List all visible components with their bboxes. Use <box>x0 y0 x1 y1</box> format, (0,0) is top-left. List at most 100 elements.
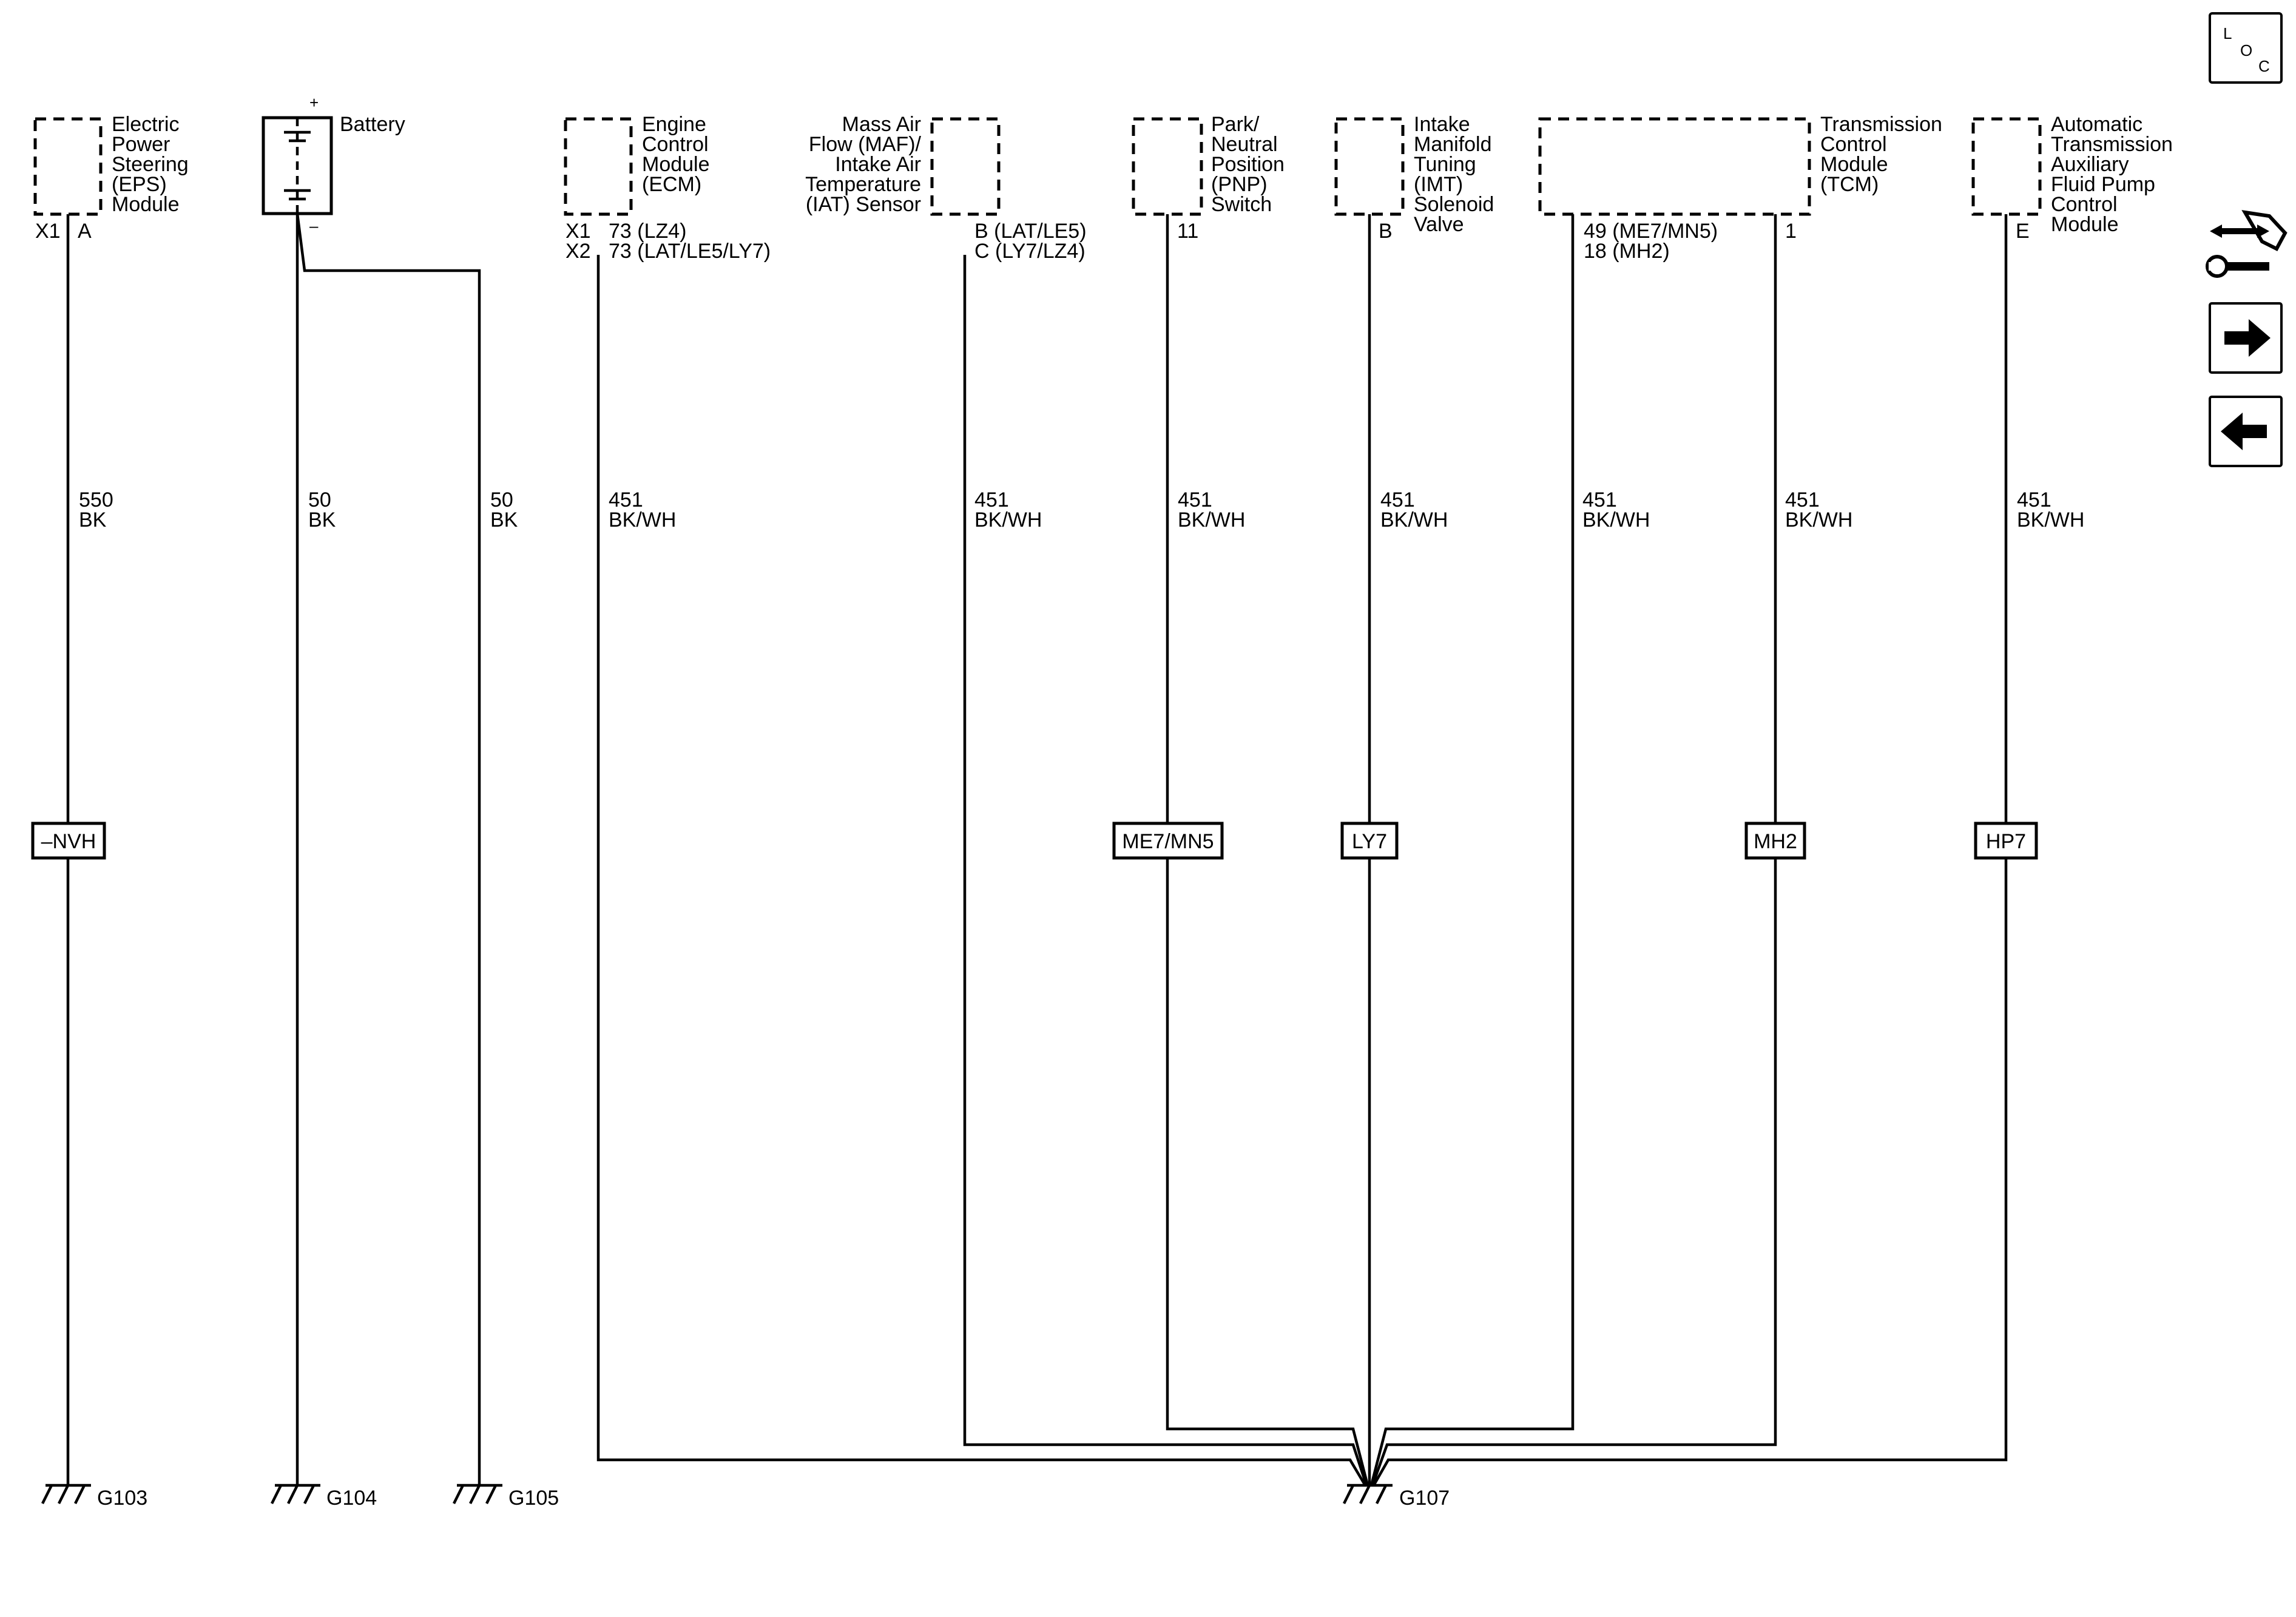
eps-label-1: Electric <box>112 113 179 136</box>
maf-pin-1: B (LAT/LE5) <box>974 220 1087 243</box>
ecm-label-2: Control <box>642 133 709 156</box>
pnp-switch: Park/ Neutral Position (PNP) Switch 11 4… <box>1112 113 1369 1486</box>
eps-module-box <box>33 117 103 216</box>
tcm-wire2-color: BK/WH <box>1785 508 1852 532</box>
ecm-box <box>564 117 633 216</box>
ground-g103-icon <box>41 1484 91 1505</box>
pnp-label-5: Switch <box>1211 193 1272 216</box>
tcm-option-tag: MH2 <box>1754 830 1797 853</box>
pnp-option-tag: ME7/MN5 <box>1122 830 1214 853</box>
imt-pin: B <box>1379 220 1393 243</box>
maf-pin-2: C (LY7/LZ4) <box>974 240 1086 263</box>
imt-wire-color: BK/WH <box>1380 508 1448 532</box>
battery-wire2-id: 50 <box>490 488 513 511</box>
next-arrow-icon[interactable] <box>2209 302 2283 374</box>
pnp-wire <box>1166 214 1369 1486</box>
ground-g104-label: G104 <box>326 1487 377 1510</box>
battery-wire2-color: BK <box>490 508 518 532</box>
ecm-label-3: Module <box>642 153 710 176</box>
ground-g105-icon <box>452 1484 502 1505</box>
battery-label: Battery <box>340 113 405 136</box>
imt-label-2: Manifold <box>1414 133 1492 156</box>
loc-letter-l: L <box>2223 24 2232 42</box>
aux-label-6: Module <box>2051 213 2119 236</box>
aux-fluid-pump-module: Automatic Transmission Auxiliary Fluid P… <box>1373 113 2173 1487</box>
pnp-wire-id: 451 <box>1178 488 1212 511</box>
aux-wire-id: 451 <box>2017 488 2051 511</box>
aux-wire-color: BK/WH <box>2017 508 2084 532</box>
tcm-pin-2: 1 <box>1785 220 1797 243</box>
maf-iat-box <box>930 117 1001 216</box>
tcm-option-tag-box <box>1744 822 1806 860</box>
eps-wire-id: 550 <box>79 488 113 511</box>
maf-label-4: Temperature <box>805 173 921 196</box>
battery-minus: – <box>309 217 319 235</box>
ecm-label-4: (ECM) <box>642 173 701 196</box>
battery-wire1-color: BK <box>308 508 336 532</box>
eps-connector: X1 <box>35 220 61 243</box>
imt-label-1: Intake <box>1414 113 1470 136</box>
tcm-pin-1b: 18 (MH2) <box>1584 240 1670 263</box>
maf-wire-color: BK/WH <box>974 508 1042 532</box>
tcm-wire1-id: 451 <box>1582 488 1617 511</box>
tcm-label-4: (TCM) <box>1820 173 1879 196</box>
maf-label-5: (IAT) Sensor <box>806 193 921 216</box>
pnp-box <box>1132 117 1203 216</box>
eps-option-tag: –NVH <box>41 830 96 853</box>
battery-wire1-id: 50 <box>308 488 331 511</box>
battery-icon <box>262 116 333 215</box>
eps-label-5: Module <box>112 193 180 216</box>
ecm: Engine Control Module (ECM) X1 73 (LZ4) … <box>564 113 1366 1487</box>
ground-g104-icon <box>270 1484 320 1505</box>
aux-pin: E <box>2016 220 2030 243</box>
aux-option-tag: HP7 <box>1986 830 2026 853</box>
tcm-box <box>1538 117 1811 216</box>
connector-repair-icon[interactable] <box>2206 210 2288 278</box>
imt-label-5: Solenoid <box>1414 193 1494 216</box>
tcm-pin-1: 49 (ME7/MN5) <box>1584 220 1718 243</box>
pnp-pin: 11 <box>1177 220 1198 243</box>
ecm-wire-id: 451 <box>609 488 643 511</box>
eps-option-tag-box <box>31 822 106 860</box>
eps-label-4: (EPS) <box>112 173 167 196</box>
ground-g107-icon <box>1342 1484 1393 1505</box>
tcm-wire1-color: BK/WH <box>1582 508 1650 532</box>
imt-option-tag: LY7 <box>1352 830 1387 853</box>
aux-label-1: Automatic <box>2051 113 2142 136</box>
imt-box <box>1334 117 1405 216</box>
ecm-wire <box>596 255 1366 1487</box>
pnp-label-3: Position <box>1211 153 1285 176</box>
tcm-wire-1 <box>1369 214 1575 1486</box>
pnp-option-tag-box <box>1112 822 1224 860</box>
tcm-label-3: Module <box>1820 153 1888 176</box>
tcm: Transmission Control Module (TCM) 49 (ME… <box>1369 113 1942 1486</box>
ecm-connector-2: X2 <box>566 240 591 263</box>
battery-plus: + <box>309 93 319 112</box>
aux-label-3: Auxiliary <box>2051 153 2129 176</box>
tcm-label-1: Transmission <box>1820 113 1942 136</box>
ground-g105-label: G105 <box>508 1487 559 1510</box>
location-button[interactable]: L O C <box>2209 12 2283 84</box>
pnp-label-4: (PNP) <box>1211 173 1268 196</box>
maf-label-3: Intake Air <box>835 153 921 176</box>
ecm-label-1: Engine <box>642 113 706 136</box>
loc-letter-c: C <box>2258 57 2270 75</box>
eps-label-2: Power <box>112 133 170 156</box>
pnp-label-2: Neutral <box>1211 133 1278 156</box>
imt-option-tag-box <box>1340 822 1399 860</box>
aux-wire <box>1373 214 2008 1487</box>
ground-g103-label: G103 <box>97 1487 147 1510</box>
pnp-wire-color: BK/WH <box>1178 508 1245 532</box>
ecm-connector-1: X1 <box>566 220 591 243</box>
eps-wire-color: BK <box>79 508 107 532</box>
battery-ground-wire-2 <box>295 213 481 1485</box>
imt-solenoid: Intake Manifold Tuning (IMT) Solenoid Va… <box>1334 113 1494 1485</box>
aux-pump-box <box>1971 117 2042 216</box>
maf-label-1: Mass Air <box>842 113 921 136</box>
eps-pin: A <box>78 220 92 243</box>
ground-g107-label: G107 <box>1399 1487 1450 1510</box>
maf-label-2: Flow (MAF)/ <box>809 133 922 156</box>
maf-wire-id: 451 <box>974 488 1009 511</box>
previous-arrow-icon[interactable] <box>2209 396 2283 467</box>
